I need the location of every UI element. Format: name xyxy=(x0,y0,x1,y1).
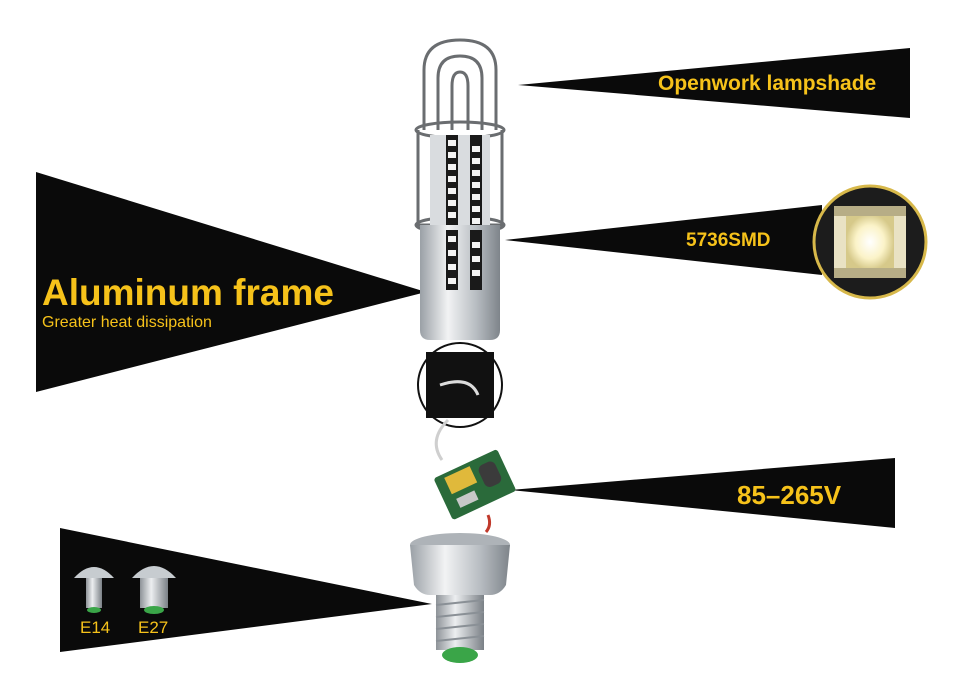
e27-label: E27 xyxy=(138,618,169,637)
circular-pcb xyxy=(417,342,503,428)
driver-board xyxy=(434,449,516,533)
callout-aluminum-bg xyxy=(36,172,426,392)
lamp-base xyxy=(410,533,510,663)
smd-closeup xyxy=(812,184,928,300)
led-column xyxy=(430,135,490,230)
e27-base-icon xyxy=(132,566,176,614)
e14-base-icon xyxy=(74,567,114,613)
callout-voltage-bg xyxy=(510,458,895,528)
openwork-lampshade-label: Openwork lampshade xyxy=(658,72,877,95)
callout-openwork-bg xyxy=(518,48,910,118)
smd-label: 5736SMD xyxy=(686,230,771,251)
aluminum-frame xyxy=(420,225,500,340)
e14-label: E14 xyxy=(80,618,111,637)
connecting-wire xyxy=(434,418,450,461)
aluminum-frame-subtitle: Greater heat dissipation xyxy=(42,314,212,331)
callout-base-bg xyxy=(60,528,432,652)
aluminum-frame-title: Aluminum frame xyxy=(42,272,334,313)
voltage-label: 85–265V xyxy=(737,480,842,510)
callout-smd-bg xyxy=(505,205,822,275)
